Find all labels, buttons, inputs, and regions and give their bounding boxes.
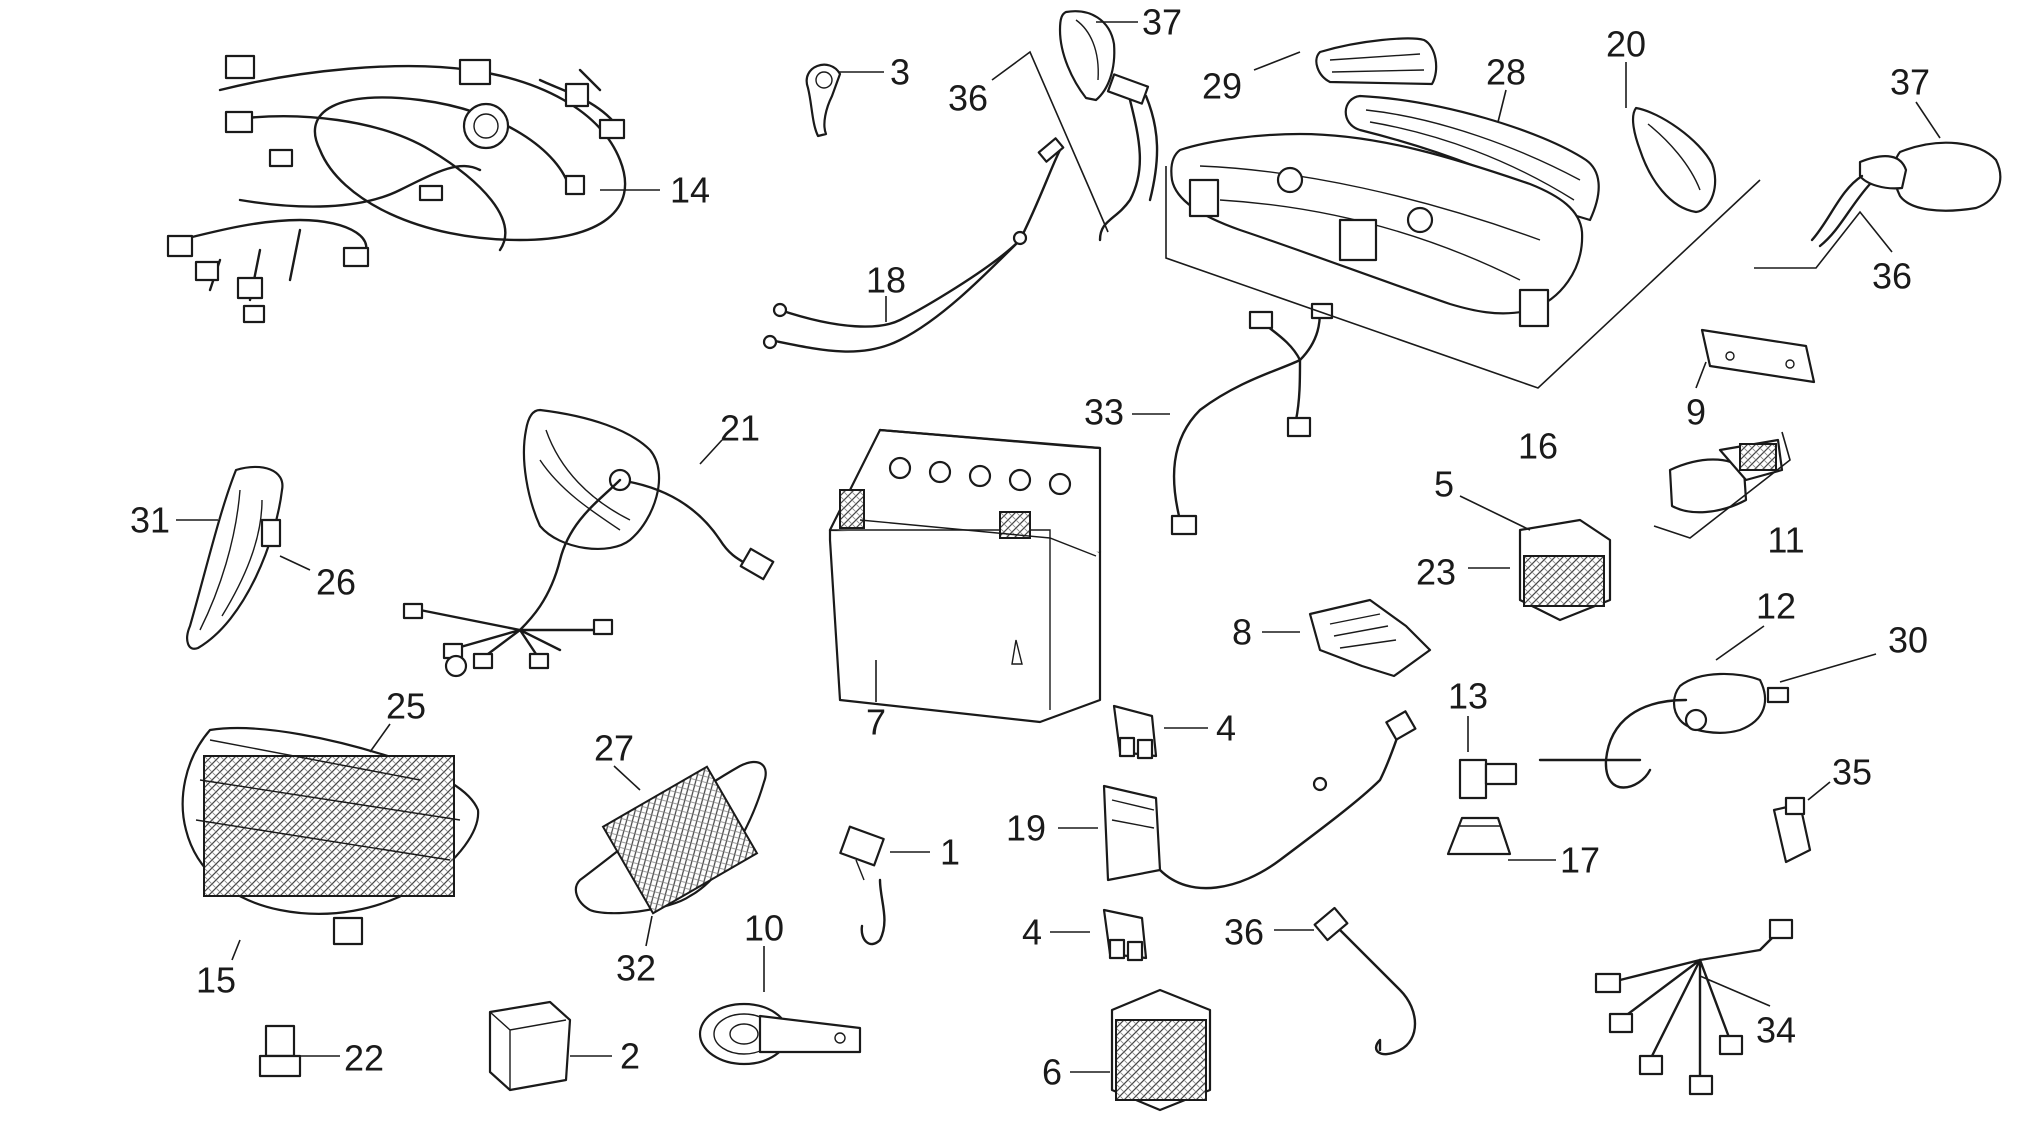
spark-plug-cap-part — [1446, 758, 1518, 856]
sub-harness-part — [1170, 302, 1334, 536]
horn-part — [698, 1002, 862, 1066]
callout-number: 10 — [744, 908, 784, 949]
lens-part-20 — [1631, 106, 1717, 214]
leader-line-32 — [645, 915, 653, 947]
bulb-part — [258, 1024, 302, 1078]
callout-number: 29 — [1202, 66, 1242, 107]
regulator-part — [1308, 598, 1432, 678]
callout-number: 14 — [670, 170, 710, 211]
callout-number: 28 — [1486, 52, 1526, 93]
leader-line-12 — [1715, 625, 1765, 661]
callout-number: 7 — [866, 702, 886, 743]
leader-line-30 — [1779, 653, 1877, 683]
callout-number: 20 — [1606, 24, 1646, 65]
callout-number: 1 — [940, 832, 960, 873]
callout-number: 18 — [866, 260, 906, 301]
sensor-switch-part — [839, 825, 886, 946]
tail-light-housing-part — [1170, 132, 1584, 328]
lens-part-29 — [1315, 37, 1438, 86]
leader-line-36 — [1754, 210, 1893, 269]
callout-number: 27 — [594, 728, 634, 769]
callout-number: 31 — [130, 500, 170, 541]
leader-line-26 — [279, 555, 311, 571]
callout-number: 25 — [386, 686, 426, 727]
leader-line-37 — [1915, 101, 1941, 139]
switch-part-11 — [1668, 438, 1784, 514]
callout-number: 32 — [616, 948, 656, 989]
callout-number: 17 — [1560, 840, 1600, 881]
callout-number: 4 — [1022, 912, 1042, 953]
relay-part-23 — [1518, 518, 1612, 622]
callout-number: 16 — [1518, 426, 1558, 467]
leader-line-9 — [1695, 361, 1707, 389]
fuse-part-lower — [1102, 908, 1148, 962]
battery-part — [828, 428, 1102, 724]
callout-number: 12 — [1756, 586, 1796, 627]
callout-number: 5 — [1434, 464, 1454, 505]
callout-number: 26 — [316, 562, 356, 603]
leader-line-21 — [699, 439, 723, 465]
callout-number: 11 — [1767, 520, 1804, 561]
leader-line-5 — [1459, 495, 1531, 531]
callout-number: 4 — [1216, 708, 1236, 749]
callout-number: 6 — [1042, 1052, 1062, 1093]
leader-line-34 — [1699, 975, 1771, 1007]
callout-number: 34 — [1756, 1010, 1796, 1051]
sensor-wire-part — [1313, 906, 1417, 1056]
callout-number: 19 — [1006, 808, 1046, 849]
leader-line-29 — [1253, 51, 1301, 71]
leader-line-27 — [613, 765, 641, 791]
main-wiring-harness-part — [166, 54, 627, 324]
callout-number: 37 — [1890, 62, 1930, 103]
callout-leaders — [176, 21, 1941, 1073]
callout-number: 36 — [948, 78, 988, 119]
callout-number: 36 — [1224, 912, 1264, 953]
callout-number: 15 — [196, 960, 236, 1001]
cdi-unit-part — [1102, 710, 1417, 890]
parts-artwork — [166, 10, 2002, 1112]
relay-part-2 — [488, 1000, 572, 1092]
relay-bracket-part-9 — [1700, 328, 1816, 384]
fuse-part-upper — [1112, 704, 1158, 760]
connector-part-35 — [1772, 796, 1812, 864]
callout-number: 9 — [1686, 392, 1706, 433]
callout-number: 37 — [1142, 2, 1182, 43]
switch-with-wire-part-right — [1810, 141, 2002, 248]
leader-line-11 — [1653, 431, 1791, 539]
callout-number: 33 — [1084, 392, 1124, 433]
leader-line-35 — [1807, 781, 1831, 801]
callout-number: 21 — [720, 408, 760, 449]
callout-number: 2 — [620, 1036, 640, 1077]
clip-part — [805, 63, 842, 138]
callout-number: 30 — [1888, 620, 1928, 661]
callout-number: 36 — [1872, 256, 1912, 297]
callout-number: 8 — [1232, 612, 1252, 653]
callout-number: 13 — [1448, 676, 1488, 717]
callout-number: 35 — [1832, 752, 1872, 793]
indicator-part-32 — [574, 760, 767, 915]
switch-with-wire-part-upper — [1058, 10, 1159, 242]
leader-line-15 — [231, 939, 241, 961]
leader-line-28 — [1497, 89, 1507, 123]
ignition-coil-part — [1538, 672, 1790, 789]
fuse-holder-part — [1110, 988, 1212, 1112]
sub-harness-part-34 — [1594, 918, 1794, 1096]
callout-number: 3 — [890, 52, 910, 93]
indicator-part-31 — [186, 465, 284, 650]
wire-with-terminals-part — [762, 137, 1065, 353]
callout-number: 23 — [1416, 552, 1456, 593]
tail-light-part — [181, 726, 480, 946]
headlight-unit-part — [402, 408, 775, 678]
callout-number: 22 — [344, 1038, 384, 1079]
leader-line-16 — [1165, 166, 1761, 389]
leader-line-25 — [369, 723, 391, 753]
leader-line-36 — [991, 50, 1109, 233]
